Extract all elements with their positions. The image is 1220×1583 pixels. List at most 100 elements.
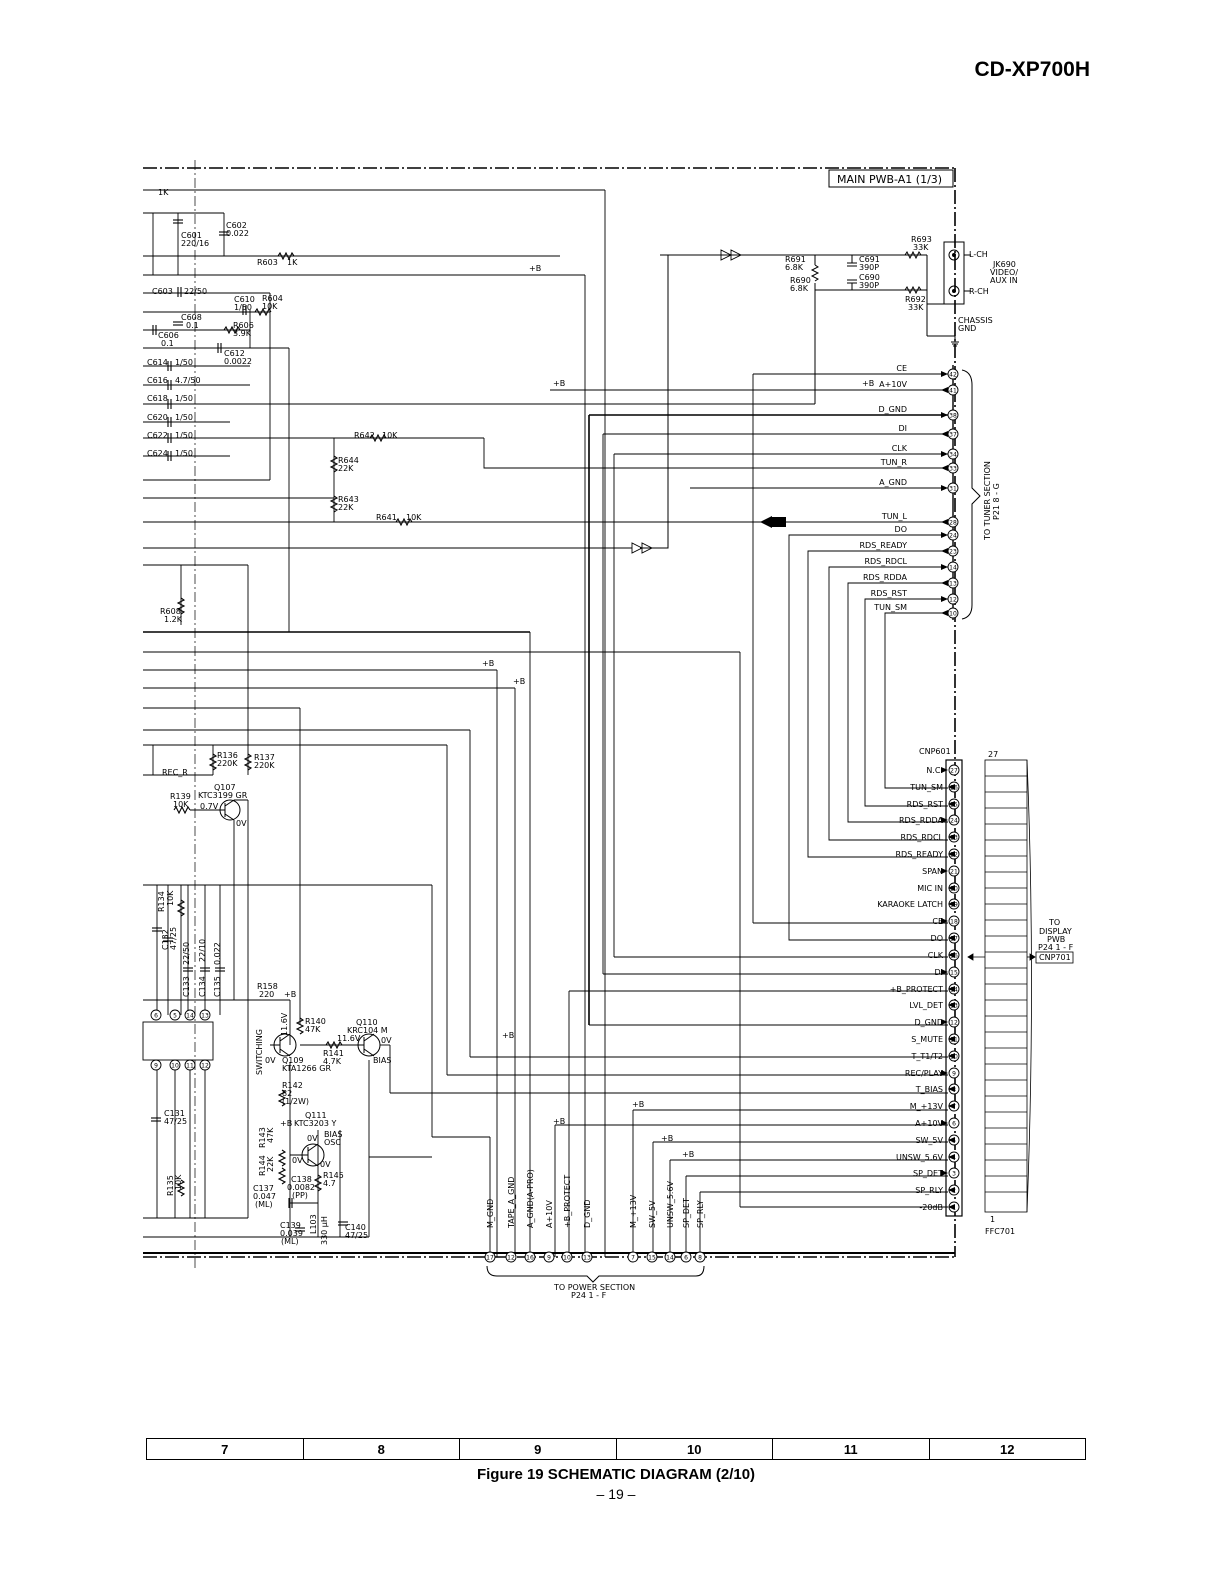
- label-r135: R135: [166, 1175, 175, 1196]
- tuner-pin-33-number: 33: [949, 466, 957, 473]
- cnp601-pin-18: 18: [948, 915, 960, 927]
- label-c608: C608: [181, 313, 202, 322]
- power-pin-8-number: 8: [698, 1255, 702, 1262]
- tuner-pin-label: A+10V: [879, 380, 907, 389]
- tuner-pin-label: TUN_R: [880, 458, 908, 467]
- label-plusb-8: +B: [632, 1100, 644, 1109]
- ic-pin-9-number: 9: [154, 1063, 158, 1070]
- cnp601-pin-label: M_+13V: [910, 1102, 944, 1111]
- tuner-pin-10: 10: [947, 607, 959, 619]
- tuner-pin-42: 42: [947, 368, 959, 380]
- grid-column-7: 7: [146, 1438, 304, 1460]
- power-pin-label: SP_DET: [682, 1198, 691, 1228]
- label-c610: C610: [234, 295, 255, 304]
- ic-pin-13: 13: [199, 1009, 211, 1021]
- value-c616: 4.7/50: [175, 376, 201, 385]
- power-pin-10-number: 10: [563, 1255, 571, 1262]
- signal-arrow: [941, 918, 948, 924]
- tuner-pin-10-number: 10: [949, 611, 957, 618]
- label-plusb-10: +B: [682, 1150, 694, 1159]
- tuner-pin-31-number: 31: [949, 486, 957, 493]
- tuner-pin-label: DI: [898, 424, 907, 433]
- label-c603: C603: [152, 287, 173, 296]
- tuner-pin-42-number: 42: [949, 372, 957, 379]
- jack-rch: R-CH: [969, 287, 989, 296]
- tuner-pin-37: 37: [947, 428, 959, 440]
- chassis-gnd: GND: [958, 324, 976, 333]
- label-r143: R143: [258, 1127, 267, 1148]
- tuner-pin-label: RDS_READY: [860, 541, 908, 550]
- cnp601-pin-18-number: 18: [950, 919, 958, 926]
- power-pin-10: 10: [561, 1251, 573, 1263]
- label-r139: R139: [170, 792, 191, 801]
- signal-arrow: [948, 1053, 955, 1059]
- cnp601-pin-label: -20dB: [919, 1203, 943, 1212]
- label-plusb-6: +B: [502, 1031, 514, 1040]
- cnp601-pin-label: T_BIAS: [915, 1085, 943, 1094]
- label-plusb-9: +B: [661, 1134, 673, 1143]
- tuner-pin-28-number: 28: [949, 520, 957, 527]
- ic-pin-6: 6: [150, 1009, 162, 1021]
- value-c622: 1/50: [175, 431, 193, 440]
- label-r608: R608: [160, 607, 181, 616]
- label-switching: SWITCHING: [255, 1029, 264, 1075]
- value-c134: 22/10: [198, 939, 207, 962]
- signal-arrow: [948, 1002, 955, 1008]
- value-q107: KTC3199 GR: [198, 791, 248, 800]
- label-r144: R144: [258, 1155, 267, 1176]
- tuner-pin-41: 41: [947, 384, 959, 396]
- cnp601-pin-27: 27: [948, 764, 960, 776]
- label-c601: C601: [181, 231, 202, 240]
- power-pin-label: TAPE_A_GND: [507, 1177, 516, 1229]
- signal-arrow: [941, 465, 948, 471]
- label-r690: R690: [790, 276, 811, 285]
- pin-layer: 42CE41A+10V38D_GND37DI34CLK33TUN_R31A_GN…: [150, 364, 960, 1263]
- value-r608: 1.2K: [164, 615, 183, 624]
- signal-arrow: [941, 1170, 948, 1176]
- label-r145: R145: [323, 1171, 344, 1180]
- value-c610: 1/50: [234, 303, 252, 312]
- tuner-pin-label: RDS_RDCL: [864, 557, 907, 566]
- label-r693: R693: [911, 235, 932, 244]
- ic-pin-14: 14: [184, 1009, 196, 1021]
- value-q111: KTC3203 Y: [294, 1119, 337, 1128]
- cnp601-pin-21: 21: [948, 865, 960, 877]
- value-r644: 22K: [338, 464, 354, 473]
- value-c612: 0.0022: [224, 357, 252, 366]
- value-r141: 4.7K: [323, 1057, 342, 1066]
- label-c614: C614: [147, 358, 168, 367]
- label-q107: Q107: [214, 783, 236, 792]
- label-r692: R692: [905, 295, 926, 304]
- value-c135: 0.022: [213, 942, 222, 965]
- label-r643: R643: [338, 495, 359, 504]
- signal-arrow: [948, 1204, 955, 1210]
- cnp601-pin-6-number: 6: [952, 1121, 956, 1128]
- power-pin-13: 13: [581, 1251, 593, 1263]
- grid-column-11: 11: [772, 1438, 930, 1460]
- cnp701-box: [1035, 951, 1074, 964]
- label-c131: C131: [164, 1109, 185, 1118]
- label-r641: R641: [376, 513, 397, 522]
- chassis-label: CHASSIS: [958, 316, 993, 325]
- signal-arrow: [941, 596, 948, 602]
- tuner-pin-13: 13: [947, 577, 959, 589]
- ic-pin-11: 11: [184, 1059, 196, 1071]
- signal-arrow: [941, 451, 948, 457]
- grid-column-12: 12: [928, 1438, 1086, 1460]
- ic-pin-12-number: 12: [201, 1063, 209, 1070]
- value-q110: KRC104 M: [347, 1026, 388, 1035]
- cnp601-pin-label: DI: [934, 968, 943, 977]
- tuner-pin-label: A_GND: [879, 478, 907, 487]
- label-plusb-3: +B: [862, 379, 874, 388]
- power-pin-label: A_GND(A-PRO): [526, 1169, 535, 1228]
- value-c606: 0.1: [161, 339, 174, 348]
- jack-lch: L-CH: [969, 250, 988, 259]
- label-c618: C618: [147, 394, 168, 403]
- label-v07: 0.7V: [200, 802, 219, 811]
- power-section-ref: P24 1 - F: [571, 1291, 607, 1300]
- label-r134: R134: [157, 891, 166, 912]
- jack-line-3: AUX IN: [990, 276, 1018, 285]
- power-pin-17: 17: [484, 1251, 496, 1263]
